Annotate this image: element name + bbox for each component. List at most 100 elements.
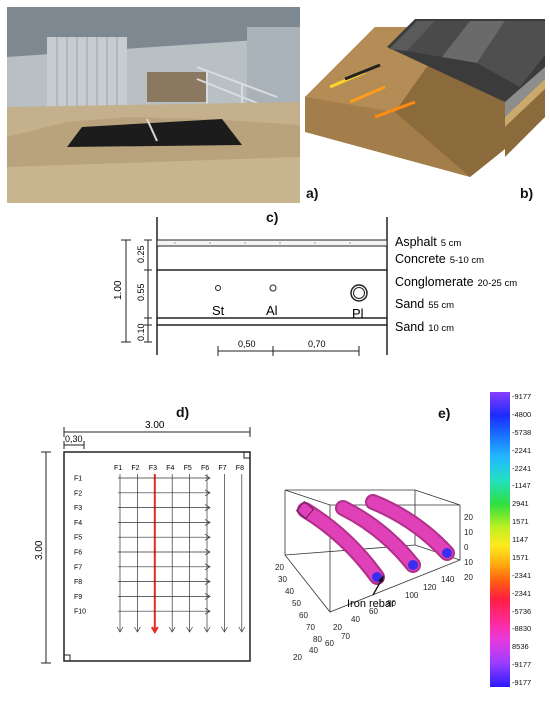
pipe-section-marker (295, 500, 315, 520)
asphalt-layer (156, 239, 388, 247)
photo-illustration (7, 7, 300, 203)
grid-row-label: F5 (74, 535, 82, 542)
grid-col-arrow (168, 626, 176, 633)
axis-tick-label: 120 (423, 583, 437, 592)
cross-section-diagram: St Al Pl 1.00 0.25 0.55 0.10 0,50 0,70 A… (0, 205, 550, 365)
pipe-label-al: Al (266, 303, 278, 318)
axis-tick-label: 40 (309, 646, 318, 655)
colorbar-tick-label: -5736 (512, 606, 532, 616)
axis-tick-label: 80 (313, 635, 322, 644)
axis-tick-label: 40 (285, 587, 294, 596)
axis-tick-label: 10 (464, 528, 473, 537)
grid-col-arrow (134, 626, 141, 633)
axis-tick-label: 70 (306, 623, 315, 632)
colorbar-tick-label: -5738 (512, 427, 532, 437)
axis-tick-label: 60 (299, 611, 308, 620)
grid-row-label: F4 (74, 520, 82, 527)
grid-col-arrow (238, 626, 246, 633)
layer-block-illustration (305, 7, 545, 177)
axis-tick-label: 20 (333, 623, 342, 632)
colorbar-tick-label: -9177 (512, 660, 532, 670)
axis-tick-label: 80 (387, 599, 396, 608)
panel-label-c: c) (266, 209, 279, 225)
colorbar-tick-label: 1571 (512, 517, 529, 527)
depth-total-label: 1.00 (113, 280, 124, 300)
colorbar-tick-label: 2941 (512, 499, 529, 509)
axis-tick-label: 60 (325, 639, 334, 648)
grid-row-arrow (204, 593, 211, 600)
axis-tick-label: 140 (441, 575, 455, 584)
grid-col-arrow (150, 626, 159, 634)
colorbar-tick-label: 8536 (512, 642, 529, 652)
horiz-dim-0: 0,50 (238, 339, 256, 349)
steel-pipe (215, 285, 221, 291)
axis-tick-label: 30 (278, 575, 287, 584)
axis-tick-label: 50 (292, 599, 301, 608)
depth-dim-1: 0.55 (136, 283, 146, 301)
colorbar-tick-label: -1147 (512, 481, 531, 491)
axis-tick-label: 10 (464, 558, 473, 567)
axis-tick-label: 70 (341, 632, 350, 641)
grid-row-label: F1 (74, 476, 82, 483)
axis-tick-label: 100 (405, 591, 419, 600)
grid-col-label: F3 (149, 465, 157, 472)
axis-tick-label: 40 (351, 615, 360, 624)
grid-row-arrow (204, 489, 211, 497)
grid-col-label: F1 (114, 465, 122, 472)
pipe-label-pl: Pl (352, 306, 364, 321)
grid-row-arrow (204, 504, 211, 511)
axis-tick-label: 20 (293, 653, 302, 662)
panel-label-e: e) (438, 405, 451, 421)
grid-row-arrow (204, 519, 211, 526)
colorbar-tick-label: -2341 (512, 588, 532, 598)
pipe-end-1 (408, 560, 418, 570)
pipe-end-2 (442, 548, 452, 558)
pipe-body-0 (299, 504, 383, 583)
colorbar-tick-label: 1571 (512, 552, 529, 562)
grid-row-arrow (204, 563, 211, 571)
colorbar-tick-label: -8830 (512, 624, 532, 634)
grid-row-arrow (204, 548, 211, 556)
colorbar-gradient (490, 392, 510, 687)
grid-row-arrow (204, 474, 211, 482)
area-boundary (63, 451, 251, 662)
grid-col-label: F7 (218, 465, 226, 472)
axis-tick-label: 0 (464, 543, 469, 552)
grid-col-label: F2 (131, 465, 139, 472)
colorbar-tick-label: 1147 (512, 535, 529, 544)
grid-row-label: F9 (74, 594, 82, 601)
rebar-arrow (372, 578, 383, 596)
grid-row-arrow (204, 578, 211, 585)
grid-col-label: F8 (236, 465, 244, 472)
axis-tick-label: 60 (369, 607, 378, 616)
grid-row-label: F6 (74, 550, 82, 557)
pipe-label-st: St (212, 303, 225, 318)
grid-col-label: F5 (184, 465, 192, 472)
grid-row-label: F10 (74, 609, 86, 616)
grid-col-arrow (116, 626, 124, 633)
pipe-body-1 (337, 502, 419, 571)
depth-dim-0: 0.25 (136, 245, 146, 263)
grid-col-arrow (186, 626, 193, 633)
grid-row-arrow (204, 607, 211, 615)
grid-col-arrow (221, 626, 228, 633)
grid-offset-label: 0,30 (65, 434, 83, 444)
horiz-dim-1: 0,70 (308, 339, 326, 349)
panel-label-d: d) (176, 404, 190, 420)
axis-tick-label: 20 (464, 513, 473, 522)
colorbar-tick-label: -4800 (512, 409, 532, 419)
photo-test-site (7, 7, 300, 203)
depth-dim-2: 0.10 (136, 323, 146, 341)
colorbar-tick-label: -9177 (512, 392, 532, 401)
grid-width-label: 3.00 (145, 420, 165, 431)
